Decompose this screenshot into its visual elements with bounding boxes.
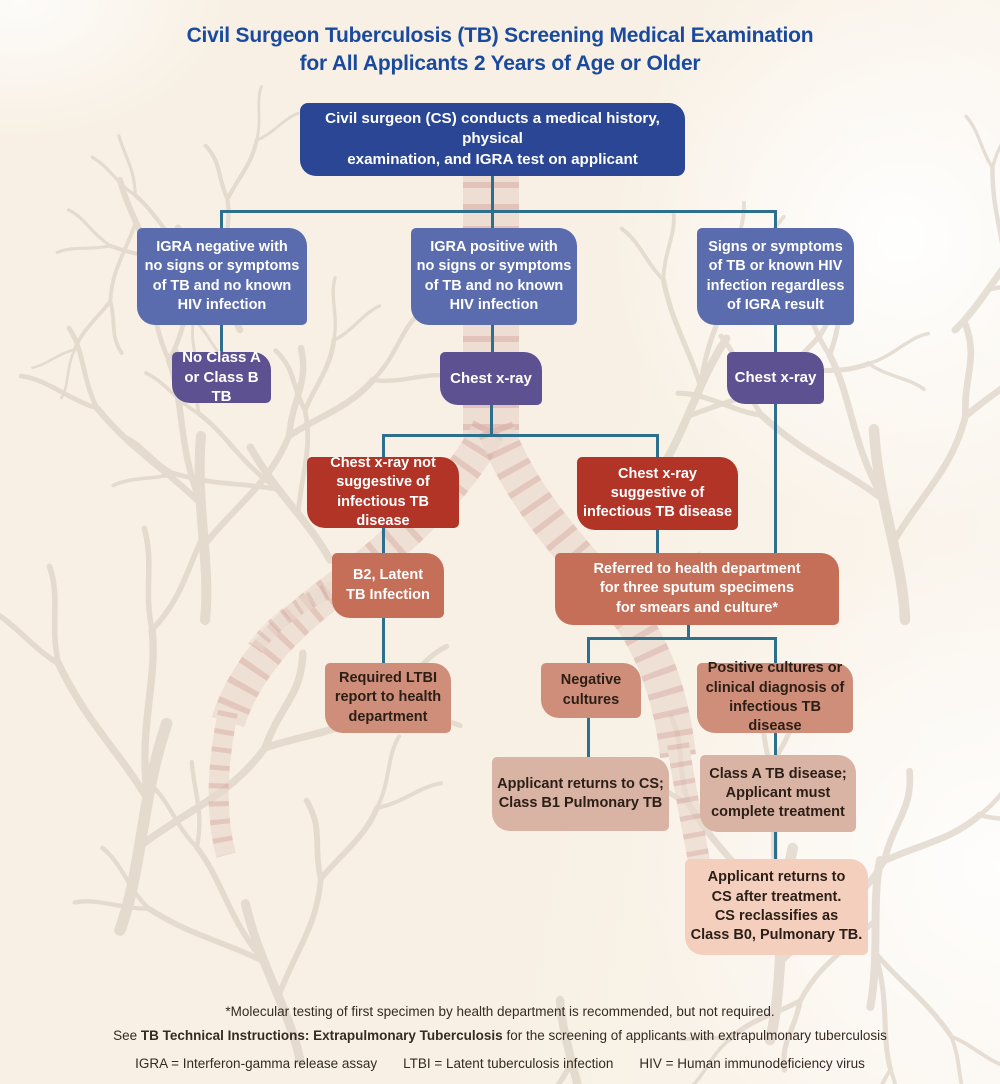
node-b2-latent: B2, Latent TB Infection: [332, 553, 444, 618]
connector-line: [587, 717, 590, 758]
connector-line: [774, 637, 777, 664]
connector-line: [687, 624, 690, 639]
node-chest-xray-center: Chest x-ray: [440, 352, 542, 405]
footnote-extrapulmonary: See TB Technical Instructions: Extrapulm…: [113, 1028, 887, 1043]
node-negative-cultures: Negative cultures: [541, 663, 641, 718]
page-title-line2: for All Applicants 2 Years of Age or Old…: [299, 51, 701, 75]
connector-line: [491, 176, 494, 229]
node-igra-positive: IGRA positive with no signs or symptoms …: [411, 228, 577, 325]
connector-line: [774, 403, 777, 554]
connector-line: [382, 434, 659, 437]
node-cxr-not-suggestive: Chest x-ray not suggestive of infectious…: [307, 455, 459, 529]
node-applicant-b1: Applicant returns to CS; Class B1 Pulmon…: [492, 757, 669, 831]
footnote-molecular-testing: *Molecular testing of first specimen by …: [225, 1004, 775, 1019]
connector-line: [587, 637, 777, 640]
node-required-ltbi: Required LTBI report to health departmen…: [325, 663, 451, 733]
connector-line: [491, 325, 494, 352]
node-chest-xray-right: Chest x-ray: [727, 352, 824, 404]
connector-line: [774, 325, 777, 352]
node-start: Civil surgeon (CS) conducts a medical hi…: [300, 103, 685, 176]
node-class-a-tb: Class A TB disease; Applicant must compl…: [700, 755, 856, 832]
connector-line: [382, 617, 385, 664]
connector-line: [656, 434, 659, 457]
connector-line: [490, 404, 493, 436]
connector-line: [220, 210, 777, 213]
connector-line: [220, 210, 223, 228]
connector-line: [774, 732, 777, 756]
node-positive-cultures: Positive cultures or clinical diagnosis …: [697, 660, 853, 734]
abbr-igra: IGRA = Interferon-gamma release assay: [135, 1056, 378, 1071]
connector-line: [774, 210, 777, 228]
connector-line: [220, 325, 223, 352]
node-igra-negative: IGRA negative with no signs or symptoms …: [137, 228, 307, 325]
connector-line: [382, 434, 385, 457]
page-title-line1: Civil Surgeon Tuberculosis (TB) Screenin…: [186, 24, 814, 47]
connector-line: [382, 527, 385, 554]
abbr-ltbi: LTBI = Latent tuberculosis infection: [403, 1056, 614, 1071]
footnote-abbreviations: IGRA = Interferon-gamma release assay LTB…: [0, 1056, 1000, 1072]
node-no-class-ab: No Class A or Class B TB: [172, 349, 271, 405]
abbr-hiv: HIV = Human immunodeficiency virus: [639, 1056, 865, 1071]
node-cxr-suggestive: Chest x-ray suggestive of infectious TB …: [577, 457, 738, 530]
page-title: Civil Surgeon Tuberculosis (TB) Screenin…: [0, 22, 1000, 78]
node-referred-health-dept: Referred to health department for three …: [555, 553, 839, 625]
connector-line: [587, 637, 590, 664]
connector-line: [656, 529, 659, 554]
node-applicant-b0: Applicant returns to CS after treatment.…: [685, 859, 868, 955]
node-signs-symptoms: Signs or symptoms of TB or known HIV inf…: [697, 228, 854, 325]
connector-line: [774, 831, 777, 860]
